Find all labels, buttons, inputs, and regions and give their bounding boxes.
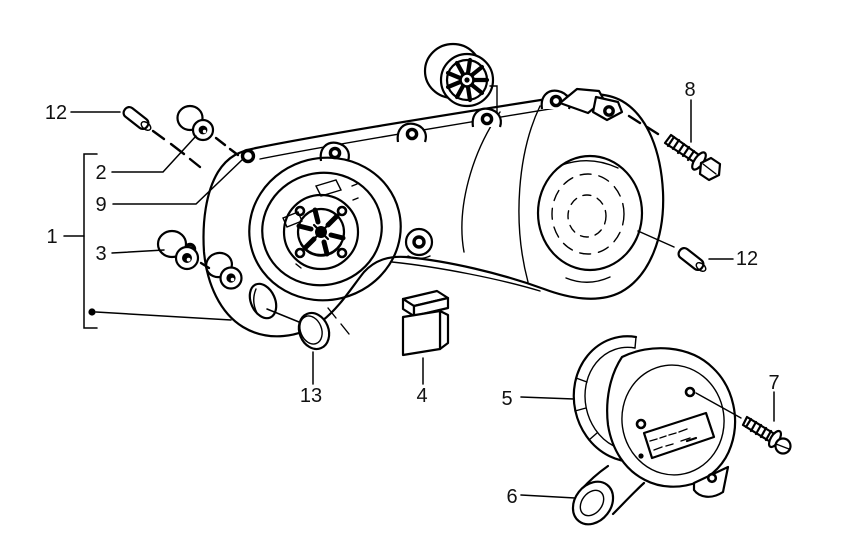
transmission-cover: [183, 87, 665, 338]
duct-cover-body: [606, 347, 737, 488]
callout-label-12-right: 12: [736, 248, 758, 270]
insertion-dashes: [627, 114, 660, 136]
leader-9: [112, 158, 244, 205]
callouts: 12 2 9 1 3 13 4 5 6 7 8 12: [45, 79, 780, 508]
bracket-1: [83, 153, 98, 329]
rubber-damper: [401, 289, 450, 357]
flange-bolt: [627, 114, 722, 182]
insertion-dashes: [214, 136, 240, 157]
callout-label-12-left: 12: [45, 102, 67, 124]
center-boss: [404, 227, 434, 260]
mounting-tabs: [319, 87, 624, 162]
leader-2: [111, 135, 197, 173]
callout-label-8: 8: [684, 79, 695, 101]
face-screw-hole: [684, 386, 696, 398]
rubber-bushing-left: [156, 229, 211, 271]
kickstart-lobe: [248, 156, 402, 302]
callout-label-3: 3: [95, 243, 106, 265]
clutch-boss: [536, 154, 644, 283]
insertion-dashes: [151, 129, 202, 169]
leader-5: [520, 396, 575, 400]
duct-cover-face: [621, 364, 725, 476]
callout-label-5: 5: [501, 388, 512, 410]
hidden-edge-dashes: [327, 307, 350, 335]
oval-opening: [248, 282, 278, 320]
face-screw-hole: [635, 418, 647, 430]
gasket-bolt-hole: [240, 148, 256, 164]
leader-dot: [88, 308, 96, 316]
callout-label-4: 4: [416, 385, 427, 407]
mounted-bushing: [205, 251, 243, 290]
callout-label-9: 9: [95, 194, 106, 216]
callout-label-6: 6: [506, 486, 517, 508]
leader-1-dot-line: [95, 311, 232, 321]
intake-snout: [571, 464, 646, 526]
tapping-screw: [695, 392, 792, 455]
dowel-pin-right: [677, 246, 707, 272]
leader-12-right: [637, 230, 734, 260]
info-plate: [642, 411, 716, 460]
callout-label-7: 7: [768, 372, 779, 394]
air-duct-cover: [571, 347, 737, 526]
leader-6: [520, 494, 576, 499]
bottom-flange-line: [391, 261, 541, 292]
contour-line: [518, 105, 541, 283]
screw-leader: [695, 392, 742, 419]
callout-label-2: 2: [95, 162, 106, 184]
leader-13: [266, 308, 314, 385]
callout-label-1: 1: [46, 226, 57, 248]
wheel-leader: [489, 85, 498, 113]
insertion-dashes: [199, 261, 211, 270]
info-plate-text-marks: [649, 428, 691, 451]
callout-label-13: 13: [300, 385, 322, 407]
roller-wheel: [423, 42, 498, 113]
rubber-bushing-top: [176, 104, 240, 157]
leader-3: [111, 249, 165, 254]
cover-cap: [297, 311, 331, 351]
